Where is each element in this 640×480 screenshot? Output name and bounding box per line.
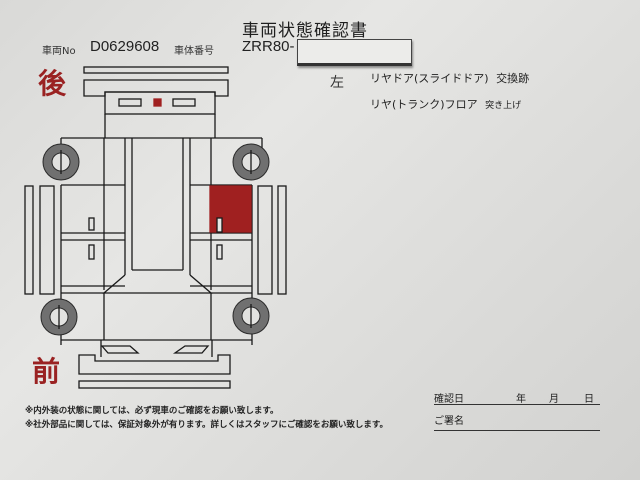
damage-note-1-condition: 交換跡 <box>496 72 530 85</box>
day-label: 日 <box>584 394 594 405</box>
rear-label: 後 <box>38 67 67 100</box>
rear-trunk-floor-mark <box>153 98 162 107</box>
door-handle-fr <box>88 244 95 260</box>
signature-line[interactable]: ご署名 <box>434 412 600 431</box>
side-label-left: 左 <box>330 75 344 91</box>
front-bumper-bottom <box>78 380 231 389</box>
chassis-no-label: 車体番号 <box>174 46 214 57</box>
confirmation-date-line[interactable]: 確認日 年 月 日 <box>434 390 600 405</box>
damage-note-2-condition: 突き上げ <box>485 101 522 111</box>
signature-label: ご署名 <box>434 416 464 427</box>
door-handle-fl <box>216 244 223 260</box>
rear-bumper-top <box>83 66 229 74</box>
disclaimer-1: ※内外装の状態に関しては、必ず現車のご確認をお願い致します。 <box>25 406 279 416</box>
door-handle-rl <box>216 217 223 233</box>
damage-note-1: リヤドア(スライドドア) 交換跡 <box>370 70 529 86</box>
vehicle-no-label: 車両No <box>42 46 76 57</box>
month-label: 月 <box>549 394 559 405</box>
left-rear-door-panel-mark <box>209 185 252 233</box>
chassis-no-value: ZRR80- <box>242 38 295 55</box>
right-step-inner <box>257 185 273 295</box>
document-title: 車両状態確認書 <box>242 21 368 41</box>
front-bumper <box>78 354 231 375</box>
vehicle-no-value: D0629608 <box>90 38 160 55</box>
right-step-outer <box>277 185 287 295</box>
left-step-outer <box>24 185 34 295</box>
front-label: 前 <box>32 355 61 388</box>
tail-light-left <box>118 98 142 107</box>
rear-hatch <box>104 91 216 115</box>
disclaimer-2: ※社外部品に関しては、保証対象外が有ります。詳しくはスタッフにご確認をお願い致し… <box>25 420 388 430</box>
confirmation-date-label: 確認日 <box>434 394 464 405</box>
redaction-sticker <box>297 39 412 66</box>
door-handle-rr <box>88 217 95 231</box>
damage-note-2: リヤ(トランク)フロア 突き上げ <box>370 96 521 112</box>
left-step-inner <box>39 185 55 295</box>
year-label: 年 <box>516 394 526 405</box>
damage-note-1-part: リヤドア(スライドドア) <box>370 72 489 85</box>
tail-light-right <box>172 98 196 107</box>
damage-note-2-part: リヤ(トランク)フロア <box>370 98 478 111</box>
